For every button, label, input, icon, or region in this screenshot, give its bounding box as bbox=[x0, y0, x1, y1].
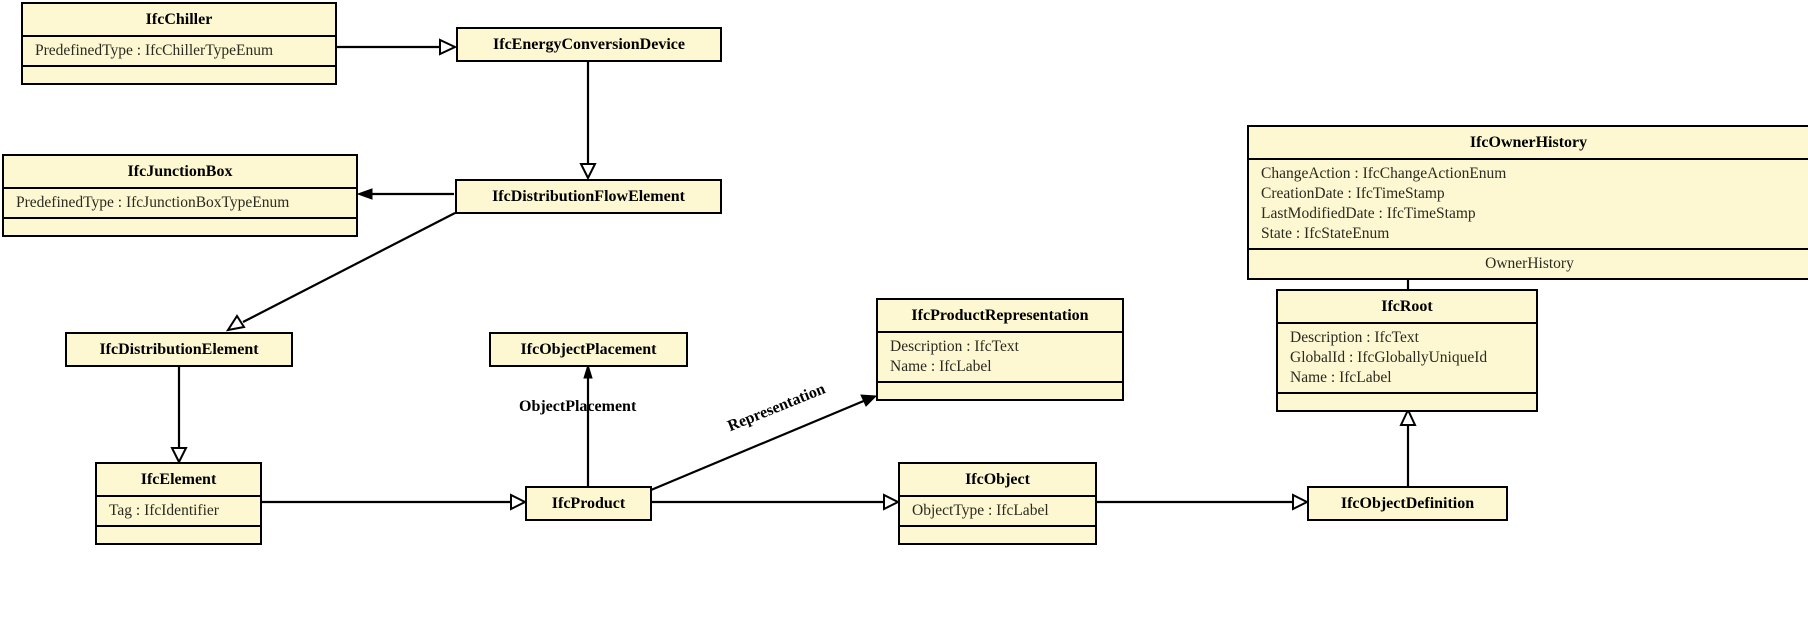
class-box-ifcproduct[interactable]: IfcProduct bbox=[525, 486, 652, 521]
class-operations-empty bbox=[1278, 392, 1536, 410]
class-box-ifcdistributionflowelement[interactable]: IfcDistributionFlowElement bbox=[455, 179, 722, 214]
generalization-arrowhead bbox=[439, 38, 458, 56]
attribute-row: PredefinedType : IfcChillerTypeEnum bbox=[35, 42, 274, 59]
role-label: OwnerHistory bbox=[1485, 255, 1574, 272]
class-title: IfcObjectDefinition bbox=[1340, 495, 1475, 512]
edge-label-object-placement: ObjectPlacement bbox=[519, 398, 637, 415]
generalization-arrowhead bbox=[579, 163, 597, 181]
class-title: IfcElement bbox=[140, 471, 217, 488]
class-attributes: Description : IfcText Name : IfcLabel bbox=[878, 331, 1122, 381]
attribute-row: CreationDate : IfcTimeStamp bbox=[1261, 185, 1445, 202]
class-attributes: PredefinedType : IfcJunctionBoxTypeEnum bbox=[4, 187, 356, 217]
class-title: IfcOwnerHistory bbox=[1469, 134, 1588, 151]
class-box-ifcelement[interactable]: IfcElement Tag : IfcIdentifier bbox=[95, 462, 262, 545]
class-box-ifcobjectdefinition[interactable]: IfcObjectDefinition bbox=[1307, 486, 1508, 521]
generalization-arrowhead bbox=[225, 314, 246, 332]
class-role-compartment: OwnerHistory bbox=[1249, 248, 1808, 278]
attribute-row: ChangeAction : IfcChangeActionEnum bbox=[1261, 165, 1507, 182]
class-title: IfcObjectPlacement bbox=[520, 341, 657, 358]
class-attributes: PredefinedType : IfcChillerTypeEnum bbox=[23, 35, 335, 65]
generalization-arrowhead bbox=[1399, 407, 1417, 426]
class-title: IfcDistributionFlowElement bbox=[492, 188, 685, 205]
edge-label-representation: Representation bbox=[725, 380, 828, 436]
class-box-ifcdistributionelement[interactable]: IfcDistributionElement bbox=[65, 332, 293, 367]
class-box-ifcchiller[interactable]: IfcChiller PredefinedType : IfcChillerTy… bbox=[21, 2, 337, 85]
class-attributes: ChangeAction : IfcChangeActionEnum Creat… bbox=[1249, 158, 1808, 248]
class-title: IfcChiller bbox=[145, 11, 213, 28]
generalization-arrowhead bbox=[510, 493, 528, 511]
class-operations-empty bbox=[23, 65, 335, 83]
attribute-row: PredefinedType : IfcJunctionBoxTypeEnum bbox=[16, 194, 290, 211]
class-box-ifcjunctionbox[interactable]: IfcJunctionBox PredefinedType : IfcJunct… bbox=[2, 154, 358, 237]
class-title: IfcProduct bbox=[551, 495, 626, 512]
class-box-ifcownerhistory[interactable]: IfcOwnerHistory ChangeAction : IfcChange… bbox=[1247, 125, 1808, 280]
class-box-ifcproductrepresentation[interactable]: IfcProductRepresentation Description : I… bbox=[876, 298, 1124, 401]
class-operations-empty bbox=[878, 381, 1122, 399]
class-title: IfcObject bbox=[965, 471, 1030, 488]
generalization-arrowhead bbox=[170, 447, 188, 465]
association-arrowhead bbox=[860, 394, 878, 407]
attribute-row: Description : IfcText bbox=[1290, 329, 1419, 346]
class-title: IfcJunctionBox bbox=[127, 163, 233, 180]
class-attributes: Description : IfcText GlobalId : IfcGlob… bbox=[1278, 322, 1536, 392]
class-title: IfcRoot bbox=[1381, 298, 1433, 315]
association-arrowhead bbox=[356, 188, 373, 200]
class-title: IfcDistributionElement bbox=[99, 341, 259, 358]
attribute-row: LastModifiedDate : IfcTimeStamp bbox=[1261, 205, 1476, 222]
class-operations-empty bbox=[97, 525, 260, 543]
attribute-row: GlobalId : IfcGloballyUniqueId bbox=[1290, 349, 1488, 366]
attribute-row: Name : IfcLabel bbox=[1290, 369, 1392, 386]
attribute-row: State : IfcStateEnum bbox=[1261, 225, 1390, 242]
attribute-row: ObjectType : IfcLabel bbox=[912, 502, 1049, 519]
class-operations-empty bbox=[4, 217, 356, 235]
attribute-row: Name : IfcLabel bbox=[890, 358, 992, 375]
class-attributes: Tag : IfcIdentifier bbox=[97, 495, 260, 525]
generalization-arrowhead bbox=[883, 493, 901, 511]
attribute-row: Description : IfcText bbox=[890, 338, 1019, 355]
class-box-ifcenergyconversiondevice[interactable]: IfcEnergyConversionDevice bbox=[456, 27, 722, 62]
class-title: IfcEnergyConversionDevice bbox=[493, 36, 685, 53]
attribute-row: Tag : IfcIdentifier bbox=[109, 502, 219, 519]
class-box-ifcroot[interactable]: IfcRoot Description : IfcText GlobalId :… bbox=[1276, 289, 1538, 412]
generalization-arrowhead bbox=[1292, 493, 1310, 511]
class-box-ifcobjectplacement[interactable]: IfcObjectPlacement bbox=[489, 332, 688, 367]
class-attributes: ObjectType : IfcLabel bbox=[900, 495, 1095, 525]
class-title: IfcProductRepresentation bbox=[911, 307, 1089, 324]
class-box-ifcobject[interactable]: IfcObject ObjectType : IfcLabel bbox=[898, 462, 1097, 545]
class-operations-empty bbox=[900, 525, 1095, 543]
